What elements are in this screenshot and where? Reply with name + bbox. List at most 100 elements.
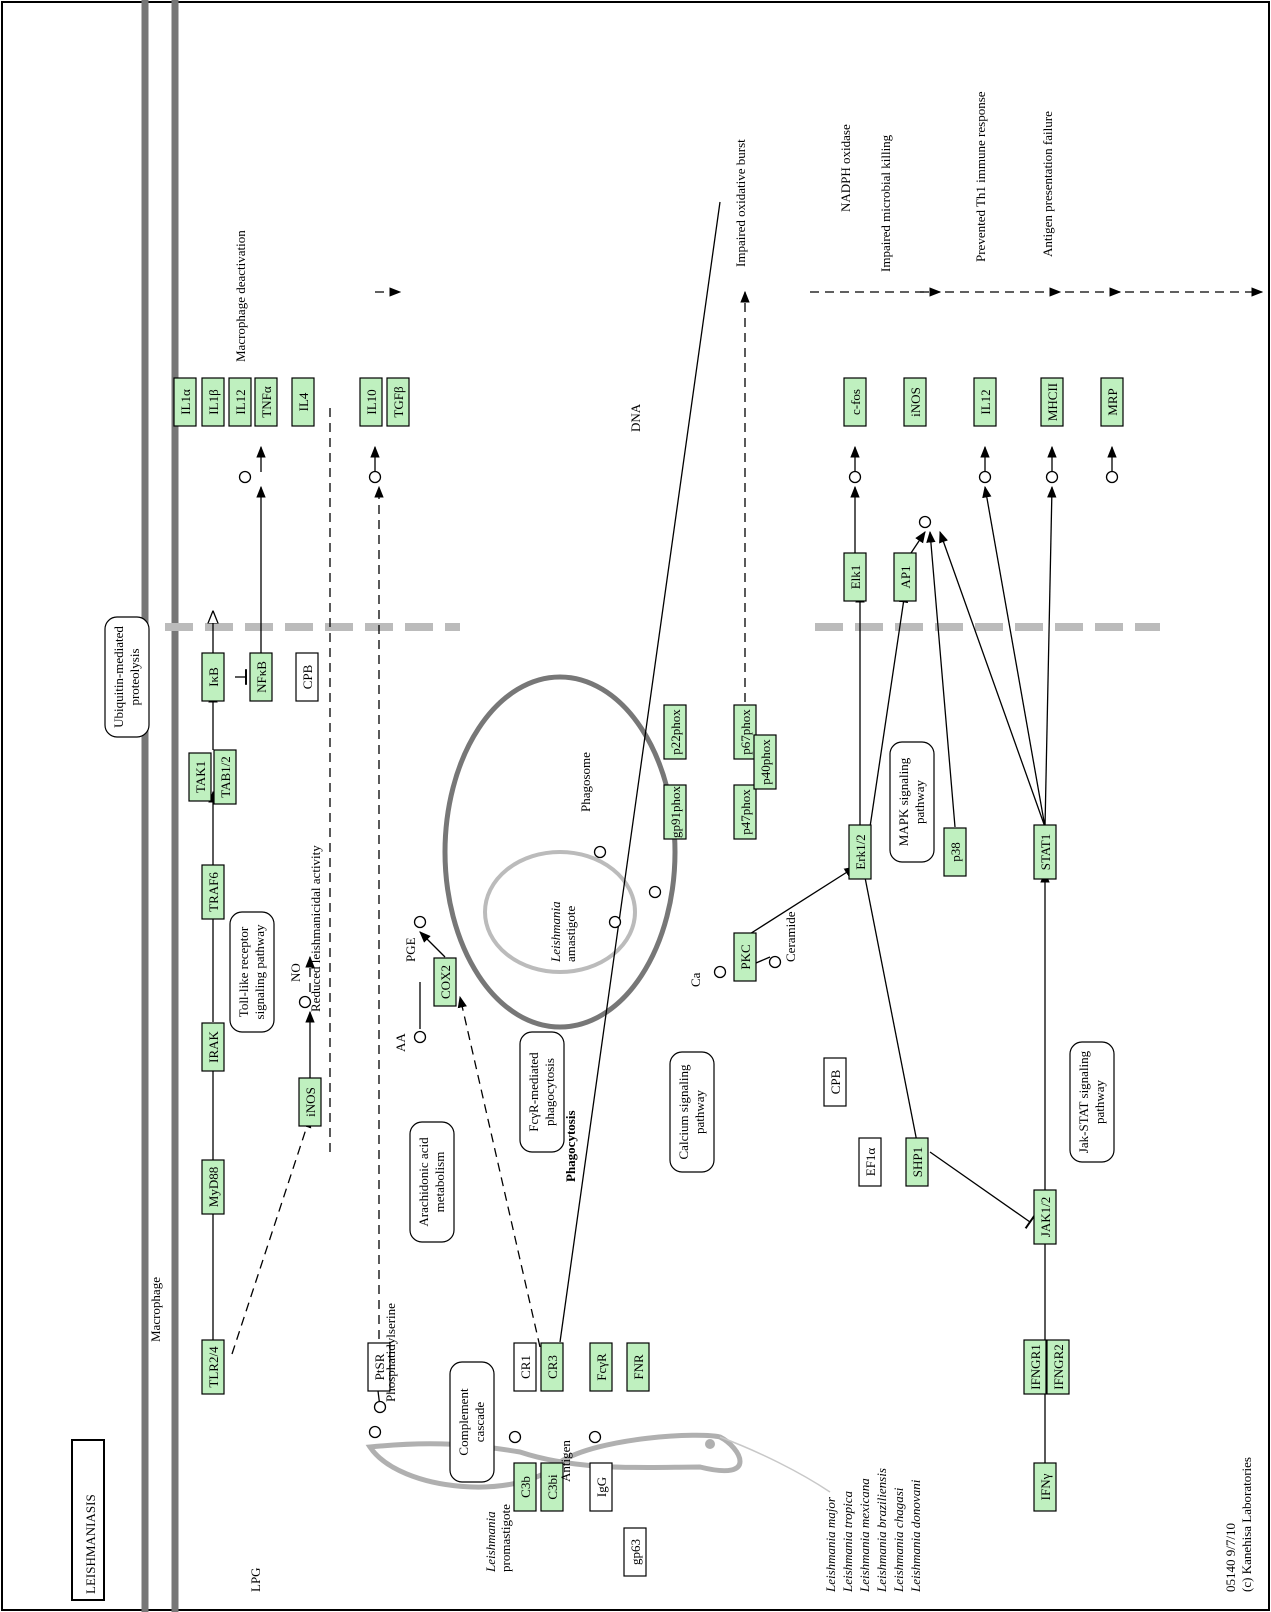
gene-ef1a[interactable]: EF1α [859, 1138, 881, 1186]
gene-label: CPB [300, 664, 315, 689]
gene-label: TGFβ [391, 386, 406, 418]
gene-label: MyD88 [206, 1167, 221, 1207]
gene-gp63[interactable]: gp63 [624, 1528, 646, 1576]
gene-il12a[interactable]: IL12 [229, 378, 251, 426]
cmp-ca[interactable] [715, 967, 726, 978]
gene-tnfa[interactable]: TNFα [255, 378, 277, 426]
gene-p67[interactable]: p67phox [734, 705, 756, 759]
gene-il1a[interactable]: IL1α [174, 378, 196, 426]
edge-tlr-inos [232, 1117, 310, 1354]
pathway-label-2: pathway [1092, 1079, 1107, 1124]
gene-tgfb[interactable]: TGFβ [387, 378, 409, 426]
gene-cr1[interactable]: CR1 [514, 1343, 536, 1391]
gene-label: IL1α [178, 389, 193, 415]
gene-cox2[interactable]: COX2 [434, 958, 456, 1006]
gene-il4[interactable]: IL4 [292, 378, 314, 426]
gene-inos1[interactable]: iNOS [299, 1078, 321, 1126]
cmp-phosphatidylserine[interactable] [375, 1402, 386, 1413]
gene-stat1[interactable]: STAT1 [1034, 825, 1056, 879]
gene-p47[interactable]: p47phox [734, 785, 756, 839]
gene-cr3[interactable]: CR3 [541, 1343, 563, 1391]
gene-p40[interactable]: p40phox [754, 735, 776, 789]
gene-label: Elk1 [848, 565, 863, 590]
cmp-dna-3[interactable] [920, 517, 931, 528]
pathway-label-1: Calcium signaling [676, 1064, 691, 1159]
gene-igg[interactable]: IgG [590, 1463, 612, 1511]
edge-stat1-dna3 [1045, 487, 1052, 827]
cmp-antigen[interactable] [590, 1432, 601, 1443]
gene-tak1[interactable]: TAK1 [189, 753, 211, 801]
gene-tab12[interactable]: TAB1/2 [214, 750, 236, 804]
cmp-lpg-antigen[interactable] [510, 1432, 521, 1443]
promastigote-label-1: Leishmania [483, 1511, 498, 1573]
cmp-ceramide[interactable] [770, 957, 781, 968]
pathway-label-1: Ubiquitin-mediated [111, 626, 126, 728]
gene-ifngr2[interactable]: IFNGR2 [1047, 1340, 1069, 1394]
cmp-dna-7[interactable] [1107, 472, 1118, 483]
pathway-label-2: metabolism [432, 1152, 447, 1213]
gene-label: CR3 [545, 1355, 560, 1379]
promastigote-label-2: promastigote [498, 1504, 513, 1572]
gene-label: c-fos [848, 389, 863, 415]
gene-elk1[interactable]: Elk1 [844, 553, 866, 601]
gene-p22[interactable]: p22phox [664, 705, 686, 759]
gene-fnr[interactable]: FNR [627, 1343, 649, 1391]
gene-label: p22phox [668, 709, 683, 755]
gene-ikb[interactable]: IκB [202, 653, 224, 701]
gene-fcyr[interactable]: FcγR [590, 1343, 612, 1391]
gene-irak[interactable]: IRAK [202, 1023, 224, 1071]
gene-myd88[interactable]: MyD88 [202, 1160, 224, 1214]
cmp-lpg-promastigote[interactable] [370, 1427, 381, 1438]
gene-shp1[interactable]: SHP1 [906, 1138, 928, 1186]
gene-label: IFNγ [1038, 1473, 1053, 1500]
gene-inos2[interactable]: iNOS [904, 378, 926, 426]
cmp-aa[interactable] [415, 1032, 426, 1043]
gene-c3b[interactable]: C3b [514, 1463, 536, 1511]
gene-mhcii[interactable]: MHCII [1041, 378, 1063, 426]
gene-il1b[interactable]: IL1β [202, 378, 224, 426]
footer-copyright: (c) Kanehisa Laboratories [1239, 1457, 1254, 1592]
gene-ifngr1[interactable]: IFNGR1 [1024, 1340, 1046, 1394]
cmp-gipls-phagosome[interactable] [595, 847, 606, 858]
cmp-lpg-amastigote[interactable] [610, 917, 621, 928]
gene-il10[interactable]: IL10 [360, 378, 382, 426]
cmp-gipls-amastigote[interactable] [650, 887, 661, 898]
pathway-label-2: pathway [692, 1089, 707, 1134]
gene-label: TNFα [259, 386, 274, 418]
gene-mrp[interactable]: MRP [1101, 378, 1123, 426]
cmp-pge2[interactable] [415, 917, 426, 928]
cmp-dna-1[interactable] [240, 472, 251, 483]
outcome-prevented-th1: Prevented Th1 immune response [973, 91, 988, 262]
gene-ap1[interactable]: AP1 [894, 553, 916, 601]
gene-pkc[interactable]: PKC [734, 933, 756, 981]
gene-il12b[interactable]: IL12 [974, 378, 996, 426]
promastigote-nucleus [705, 1439, 715, 1449]
gene-cpb2[interactable]: CPB [824, 1058, 846, 1106]
gene-jak12[interactable]: JAK1/2 [1034, 1190, 1056, 1244]
pathway-label-1: MAPK signaling [896, 757, 911, 846]
gene-erk12[interactable]: Erk1/2 [849, 825, 871, 879]
gene-label: IFNGR2 [1051, 1344, 1066, 1390]
gene-p38[interactable]: p38 [944, 828, 966, 876]
cmp-dna-2[interactable] [370, 472, 381, 483]
cmp-dna-4[interactable] [850, 472, 861, 483]
gene-ifny[interactable]: IFNγ [1034, 1463, 1056, 1511]
gene-cpb1[interactable]: CPB [296, 653, 318, 701]
gene-nfkb[interactable]: NFκB [250, 653, 272, 701]
gene-tlr24[interactable]: TLR2/4 [202, 1340, 224, 1394]
pathway-label-1: Arachidonic acid [416, 1137, 431, 1227]
gene-traf6[interactable]: TRAF6 [202, 865, 224, 919]
cmp-dna-5[interactable] [980, 472, 991, 483]
gene-gp91[interactable]: gp91phox [664, 785, 686, 839]
gene-label: MHCII [1045, 383, 1060, 421]
cmp-dna-6[interactable] [1047, 472, 1058, 483]
gene-cfos[interactable]: c-fos [844, 378, 866, 426]
